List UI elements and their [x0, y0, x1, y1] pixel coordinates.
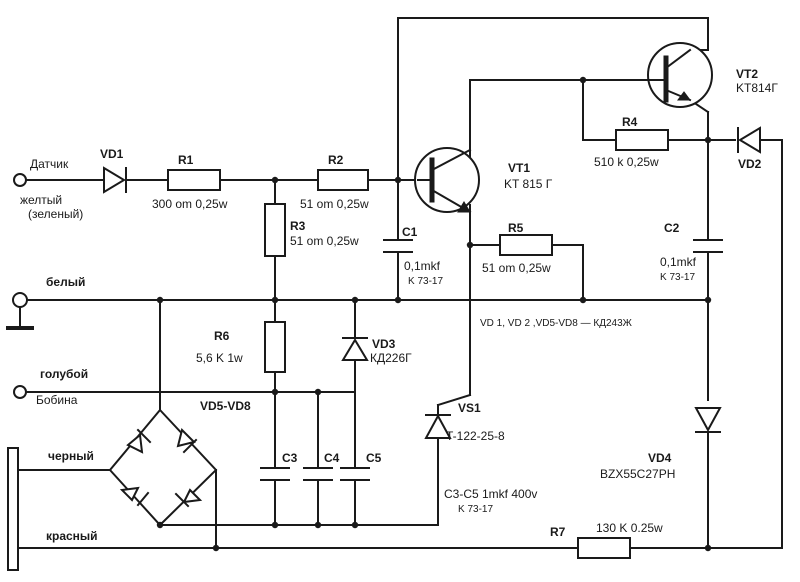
vs1-thyristor [424, 413, 452, 439]
wires [17, 17, 783, 571]
coil-terminal [13, 385, 27, 399]
vd4-diode [694, 407, 722, 433]
label-vs1: VS1 [458, 401, 481, 415]
label-diode-note: VD 1, VD 2 ,VD5-VD8 — КД243Ж [480, 318, 633, 329]
label-r1-value: 300 om 0,25w [152, 197, 228, 211]
vt1-transistor [414, 147, 480, 214]
c5-capacitor [340, 467, 370, 481]
label-c1-value: 0,1mkf [404, 259, 441, 273]
label-wire-red: красный [46, 529, 98, 543]
label-vd3: VD3 [372, 337, 396, 351]
label-vd4: VD4 [648, 451, 672, 465]
vt2-transistor [647, 42, 713, 108]
r5-resistor [499, 234, 553, 256]
label-wire-yellow: желтый [20, 193, 62, 207]
label-c2-type: K 73-17 [660, 272, 695, 283]
label-r4: R4 [622, 115, 638, 129]
label-r6-value: 5,6 K 1w [196, 351, 243, 365]
r6-resistor [264, 321, 286, 373]
label-c2-value: 0,1mkf [660, 255, 697, 269]
terminals [6, 173, 34, 571]
labels: Датчик желтый (зеленый) белый голубой Бо… [20, 67, 778, 543]
r7-resistor [577, 537, 631, 559]
r1-resistor [167, 169, 221, 191]
label-vt2: VT2 [736, 67, 758, 81]
label-r3-value: 51 om 0,25w [290, 234, 359, 248]
vd5-vd8-bridge [108, 408, 218, 527]
vd1-diode [103, 166, 127, 194]
c3-capacitor [260, 467, 290, 481]
label-vd5-vd8: VD5-VD8 [200, 399, 251, 413]
c4-capacitor [303, 467, 333, 481]
sensor-terminal [13, 173, 27, 187]
label-c1-type: K 73-17 [408, 276, 443, 287]
label-vs1-type: T-122-25-8 [446, 429, 505, 443]
ground-terminal [12, 292, 28, 308]
label-r1: R1 [178, 153, 194, 167]
label-r2-value: 51 om 0,25w [300, 197, 369, 211]
label-vt1: VT1 [508, 161, 530, 175]
label-vd1: VD1 [100, 147, 124, 161]
label-r4-value: 510 k 0,25w [594, 155, 659, 169]
label-wire-black: черный [48, 449, 94, 463]
label-wire-sensor: Датчик [30, 157, 69, 171]
label-wire-blue: голубой [40, 367, 88, 381]
label-c3-c5-value: C3-C5 1mkf 400v [444, 487, 537, 501]
label-vt2-type: KT814Г [736, 81, 778, 95]
label-r3: R3 [290, 219, 306, 233]
label-r5-value: 51 om 0,25w [482, 261, 551, 275]
label-c5: C5 [366, 451, 382, 465]
label-c3-c5-type: K 73-17 [458, 504, 493, 515]
label-vd4-type: BZX55C27PH [600, 467, 675, 481]
label-wire-coil: Бобина [36, 393, 78, 407]
vd3-diode [341, 337, 369, 361]
c2-capacitor [693, 239, 723, 253]
label-vt1-type: KT 815 Г [504, 177, 553, 191]
c1-capacitor [383, 239, 413, 253]
label-r6: R6 [214, 329, 230, 343]
vd2-diode [737, 126, 761, 154]
r2-resistor [317, 169, 369, 191]
label-c1: C1 [402, 225, 418, 239]
label-c2: C2 [664, 221, 680, 235]
r3-resistor [264, 203, 286, 257]
label-vd2: VD2 [738, 157, 762, 171]
label-wire-white: белый [46, 275, 85, 289]
label-r5: R5 [508, 221, 524, 235]
label-r7: R7 [550, 525, 566, 539]
r4-resistor [615, 129, 669, 151]
label-c3: C3 [282, 451, 298, 465]
label-c4: C4 [324, 451, 340, 465]
label-vd3-type: КД226Г [370, 351, 412, 365]
label-r2: R2 [328, 153, 344, 167]
label-wire-green: (зеленый) [28, 207, 83, 221]
label-r7-value: 130 K 0.25w [596, 521, 663, 535]
